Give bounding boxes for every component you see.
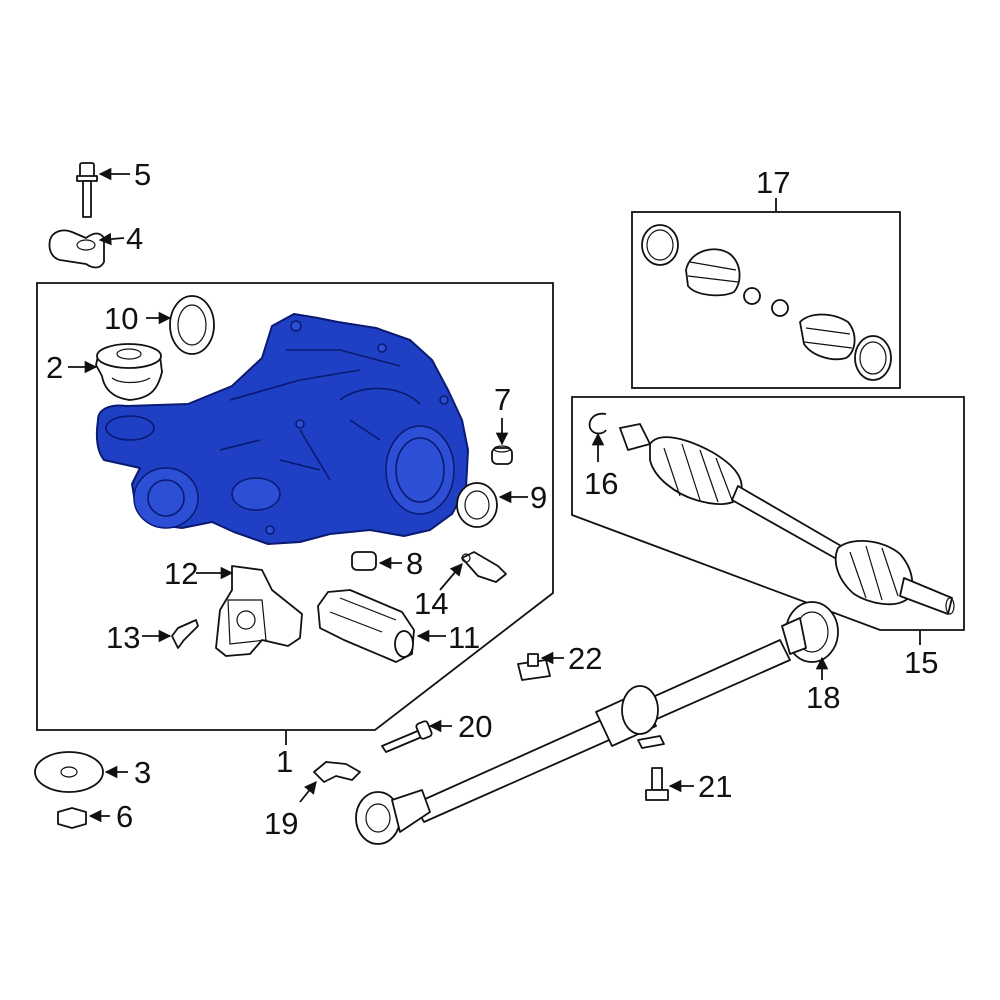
callout-12: 12 xyxy=(164,556,198,591)
leader-lines xyxy=(68,167,921,823)
washer-icon-3[interactable] xyxy=(34,751,104,793)
bolt-icon-21[interactable] xyxy=(645,767,669,801)
sleeve-icon-8[interactable] xyxy=(351,551,377,571)
callout-19: 19 xyxy=(264,806,298,841)
axle-shaft-icon-15[interactable] xyxy=(619,423,955,615)
seal-icon-10[interactable] xyxy=(169,295,215,355)
callout-17: 17 xyxy=(756,165,790,200)
group-box-15 xyxy=(571,396,965,631)
bolt-icon-13[interactable] xyxy=(171,619,199,649)
callout-6: 6 xyxy=(116,799,133,834)
callout-13: 13 xyxy=(106,620,140,655)
callout-22: 22 xyxy=(568,641,602,676)
seal-icon-9[interactable] xyxy=(456,482,498,528)
callout-7: 7 xyxy=(494,382,511,417)
circlip-icon-16[interactable] xyxy=(588,412,607,435)
actuator-icon-11[interactable] xyxy=(317,589,415,663)
bracket-icon-4[interactable] xyxy=(48,229,105,269)
callout-18: 18 xyxy=(806,680,840,715)
callout-10: 10 xyxy=(104,301,138,336)
callout-labels: 5 4 10 2 7 9 8 14 12 13 11 3 6 1 19 20 2… xyxy=(46,157,938,841)
callout-5: 5 xyxy=(134,157,151,192)
callout-11: 11 xyxy=(448,620,480,655)
bushing-icon-2[interactable] xyxy=(95,343,163,401)
callout-16: 16 xyxy=(584,466,618,501)
callout-20: 20 xyxy=(458,709,492,744)
bolt-icon-20[interactable] xyxy=(381,720,433,753)
callout-3: 3 xyxy=(134,755,151,790)
drive-shaft-icon-18[interactable] xyxy=(355,601,839,845)
callout-21: 21 xyxy=(698,769,732,804)
sensor-icon-14[interactable] xyxy=(461,551,507,583)
boot-kit-icon-17[interactable] xyxy=(641,224,892,381)
callout-1: 1 xyxy=(276,744,293,779)
callout-8: 8 xyxy=(406,546,423,581)
callout-4: 4 xyxy=(126,221,143,256)
clip-icon-19[interactable] xyxy=(313,761,361,783)
nut-icon-6[interactable] xyxy=(57,807,87,829)
callout-15: 15 xyxy=(904,645,938,680)
bracket-icon-12[interactable] xyxy=(215,565,303,657)
callout-9: 9 xyxy=(530,480,547,515)
group-box-17 xyxy=(631,211,901,389)
bushing-icon-7[interactable] xyxy=(491,445,513,465)
group-box-1 xyxy=(36,282,554,731)
callout-2: 2 xyxy=(46,350,63,385)
callout-14: 14 xyxy=(414,586,448,621)
clip-nut-icon-22[interactable] xyxy=(517,653,551,681)
bolt-icon-5[interactable] xyxy=(76,162,98,218)
